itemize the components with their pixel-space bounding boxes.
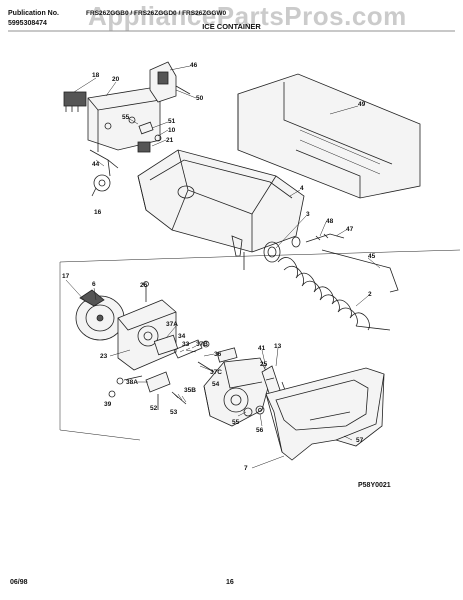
callout-39: 39 xyxy=(104,401,112,408)
callout-45: 45 xyxy=(368,253,376,260)
callout-7: 7 xyxy=(244,465,248,472)
callout-2: 2 xyxy=(368,291,372,298)
drive-motor xyxy=(197,347,271,427)
callout-37B: 37B xyxy=(196,341,208,348)
publication-number: 5995308474 xyxy=(8,20,47,27)
callout-21: 21 xyxy=(166,137,174,144)
callout-50: 50 xyxy=(196,95,204,102)
footer-page-number: 16 xyxy=(226,579,234,586)
screw-26 xyxy=(143,281,149,302)
dispenser-chute-housing xyxy=(265,367,385,461)
auger xyxy=(277,257,391,331)
callout-49: 49 xyxy=(358,101,366,108)
callout-37C: 37C xyxy=(210,369,222,376)
callout-44: 44 xyxy=(92,161,100,168)
bulb xyxy=(91,174,111,197)
watermark: AppliancePartsPros.com xyxy=(88,1,407,31)
callout-17: 17 xyxy=(62,273,70,280)
callout-3: 3 xyxy=(306,211,310,218)
callout-6: 6 xyxy=(92,281,96,288)
fan-blade xyxy=(75,289,125,341)
small-bracket-parts xyxy=(137,121,162,153)
callout-38A: 38A xyxy=(126,379,138,386)
callout-18: 18 xyxy=(92,72,100,79)
publication-label: Publication No. xyxy=(8,10,59,17)
ice-container-bin xyxy=(137,149,305,270)
callout-4: 4 xyxy=(300,185,304,192)
callout-55: 55 xyxy=(122,114,130,121)
callout-54: 54 xyxy=(212,381,220,388)
callout-52: 52 xyxy=(150,405,158,412)
coupling xyxy=(263,236,301,263)
callout-53: 53 xyxy=(170,409,178,416)
lever-switch xyxy=(149,61,191,103)
callout-20: 20 xyxy=(112,76,120,83)
callout-23: 23 xyxy=(100,353,108,360)
callout-16: 16 xyxy=(94,209,102,216)
bracket-44 xyxy=(89,149,119,177)
callout-13: 13 xyxy=(274,343,282,350)
callout-46: 46 xyxy=(190,62,198,69)
callout-51: 51 xyxy=(168,118,176,125)
callout-47: 47 xyxy=(346,226,354,233)
guide-line-upper xyxy=(59,249,461,263)
section-title: ICE CONTAINER xyxy=(202,22,261,31)
callout-35B: 35B xyxy=(184,387,196,394)
callout-56: 56 xyxy=(256,427,264,434)
guide-line-left xyxy=(59,262,141,441)
callout-25: 25 xyxy=(260,361,268,368)
relay-switch xyxy=(63,91,87,112)
shelf-bracket xyxy=(237,73,421,199)
callout-36: 36 xyxy=(214,351,222,358)
callout-26: 26 xyxy=(140,282,148,289)
callout-41: 41 xyxy=(258,345,266,352)
footer-date: 06/98 xyxy=(10,579,28,586)
clip-and-rod xyxy=(305,233,399,293)
motor-mount-plate xyxy=(117,299,177,371)
callout-57: 57 xyxy=(356,437,364,444)
callout-48: 48 xyxy=(326,218,334,225)
callout-55b: 55 xyxy=(232,419,240,426)
callout-37A: 37A xyxy=(166,321,178,328)
model-numbers: FRS26ZGGB0 / FRS26ZGGD0 / FRS26ZGGW0 xyxy=(86,10,227,17)
lower-actuator-parts xyxy=(108,371,187,410)
solenoid-assembly xyxy=(153,334,210,359)
callout-34: 34 xyxy=(178,333,186,340)
callout-33: 33 xyxy=(182,341,190,348)
motor-bracket xyxy=(87,87,161,152)
callout-10: 10 xyxy=(168,127,176,134)
figure-code: P58Y0021 xyxy=(358,482,391,489)
leader-lines xyxy=(65,65,381,469)
callout-labels: 18 20 46 50 55 51 10 21 44 16 49 4 3 48 … xyxy=(62,62,376,472)
